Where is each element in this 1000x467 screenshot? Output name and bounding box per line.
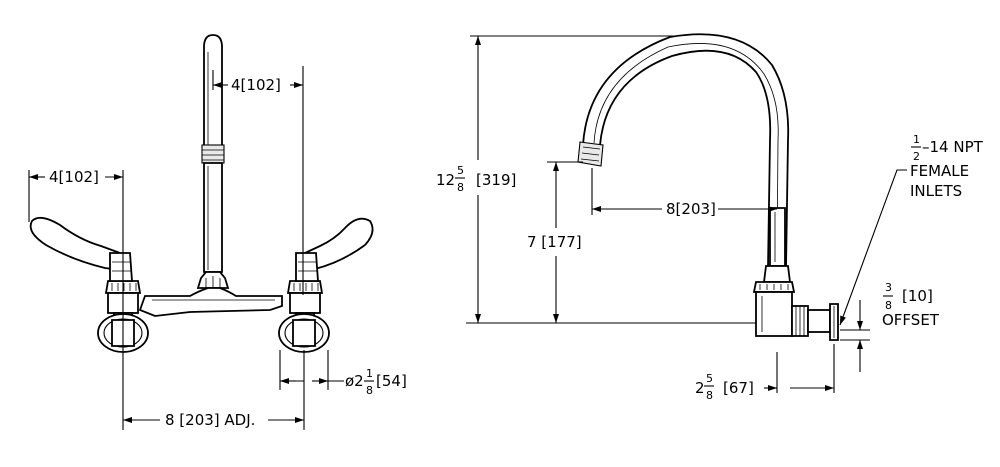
inlet-note: 1 2 –14 NPT FEMALE INLETS (839, 133, 984, 326)
dim-height-metric-visible: [319] (476, 171, 516, 189)
dim-offset-den: 8 (885, 299, 892, 312)
dim-left-handle-label: 4[102] (49, 168, 99, 186)
dim-spout-reach: 8[203] (592, 200, 777, 218)
front-view: 4[102] 4[102] ø2 1 8 [54] 8 [203] ADJ. (28, 34, 407, 430)
dim-flange-metric: [54] (376, 372, 407, 390)
dim-depth: 2 5 8 [67] (695, 372, 834, 402)
dim-offset: 3 8 [10] OFFSET (857, 281, 940, 372)
valve-body-side (752, 281, 839, 341)
dim-height-den: 8 (457, 181, 464, 194)
dim-height-num: 5 (457, 164, 464, 177)
dim-offset-metric: [10] (902, 287, 933, 305)
dim-spout-handle-spacing: 4[102] (213, 76, 303, 94)
dim-center-width: 8 [203] ADJ. (123, 411, 304, 429)
inlet-note-num: 1 (913, 133, 920, 146)
dim-offset-num: 3 (885, 281, 892, 294)
dim-depth-metric: [67] (723, 379, 754, 397)
dim-depth-num: 5 (706, 372, 713, 385)
dim-spout-reach-label: 8[203] (666, 200, 716, 218)
dim-depth-den: 8 (706, 389, 713, 402)
dim-flange-num: 1 (366, 367, 373, 380)
dim-overall-height: 12 5 8 [319] [319] (436, 36, 516, 323)
inlet-note-text: –14 NPT (922, 138, 984, 156)
spout-front (196, 34, 230, 289)
dim-outlet-height: 7 [177] (527, 162, 582, 323)
dim-height-whole: 12 (436, 171, 455, 189)
dim-center-width-label: 8 [203] ADJ. (165, 411, 255, 429)
dim-flange-prefix: ø2 (345, 372, 364, 390)
crossbar-body (138, 287, 283, 317)
inlet-note-line3: INLETS (910, 182, 962, 200)
right-wall-flange (278, 313, 330, 353)
inlet-note-den: 2 (913, 150, 920, 163)
dim-flange-diameter: ø2 1 8 [54] (280, 367, 407, 397)
dim-left-handle-length: 4[102] (29, 168, 123, 186)
left-wrist-blade-handle (29, 216, 133, 282)
inlet-note-line2: FEMALE (910, 162, 969, 180)
dim-flange-den: 8 (366, 384, 373, 397)
dim-outlet-height-label: 7 [177] (527, 233, 582, 251)
dim-offset-label: OFFSET (882, 311, 940, 329)
spout-side (577, 33, 792, 283)
dim-depth-whole: 2 (695, 379, 705, 397)
dim-spout-handle-label: 4[102] (231, 76, 281, 94)
side-view: 12 5 8 [319] [319] 7 [177] 8[203] 2 5 8 (436, 33, 984, 402)
right-wrist-blade-handle (295, 217, 374, 282)
